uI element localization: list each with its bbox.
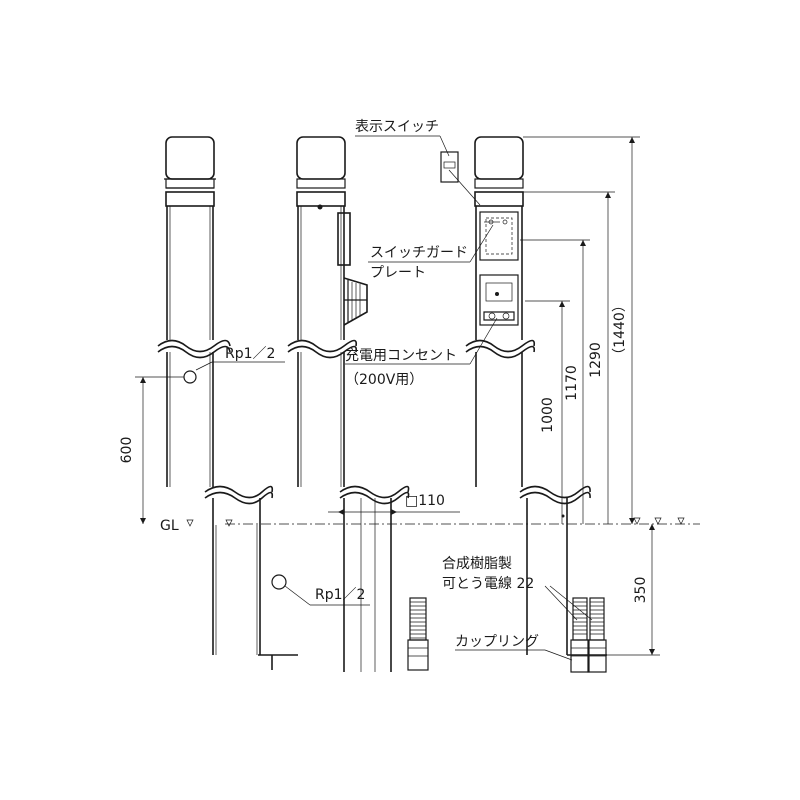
dim-1440: （1440） bbox=[612, 298, 628, 362]
rp-port-upper bbox=[183, 370, 197, 384]
dim-1290: 1290 bbox=[588, 342, 604, 378]
label-square-110: □110 bbox=[405, 493, 445, 509]
pole-middle bbox=[287, 136, 429, 672]
label-coupling: カップリング bbox=[455, 634, 539, 650]
label-gl: GL bbox=[160, 518, 179, 534]
label-outlet-1: 充電用コンセント bbox=[345, 348, 457, 364]
label-resin-2: 可とう電線 22 bbox=[442, 576, 534, 592]
label-switch-guard-1: スイッチガード bbox=[370, 245, 468, 261]
dim-600: 600 bbox=[119, 437, 135, 464]
dim-1170: 1170 bbox=[564, 365, 580, 401]
label-display-switch: 表示スイッチ bbox=[355, 119, 439, 135]
dim-1000: 1000 bbox=[540, 397, 556, 433]
label-rp-lower: Rp1／2 bbox=[315, 587, 365, 603]
rp-port-lower bbox=[271, 574, 287, 590]
leader-lines bbox=[195, 135, 593, 661]
label-resin-1: 合成樹脂製 bbox=[442, 556, 512, 572]
dim-350: 350 bbox=[633, 577, 649, 604]
label-rp-upper: Rp1／2 bbox=[225, 346, 275, 362]
ground-line bbox=[186, 517, 700, 527]
label-outlet-2: （200V用） bbox=[345, 372, 423, 388]
pole-left bbox=[157, 136, 298, 670]
label-switch-guard-2: プレート bbox=[370, 265, 426, 281]
dimension-lines bbox=[135, 136, 660, 656]
